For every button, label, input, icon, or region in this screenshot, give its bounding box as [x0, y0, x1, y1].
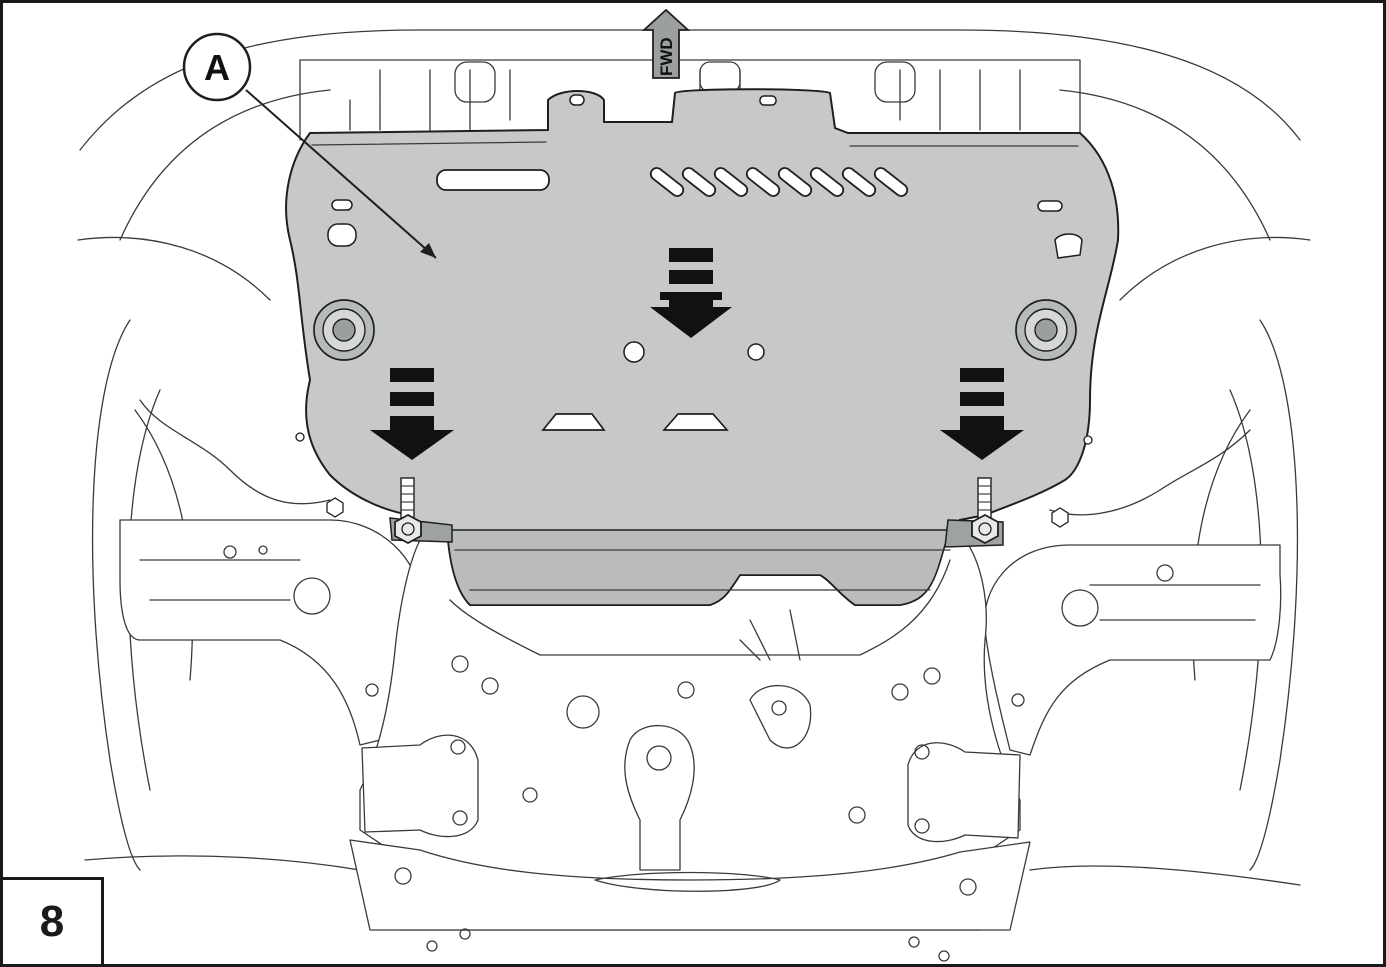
skid-plate — [285, 88, 1120, 606]
down-arrow-icon — [370, 368, 454, 460]
skid-plate-lip — [447, 529, 962, 606]
fwd-arrow-icon: FWD — [641, 8, 691, 79]
grommet-right — [1015, 299, 1077, 361]
callout-a: A — [182, 32, 437, 259]
step-number-box: 8 — [0, 877, 104, 967]
grommet-left — [313, 299, 375, 361]
vehicle-underbody-lines — [77, 29, 1311, 962]
callout-label: A — [204, 47, 230, 88]
step-number: 8 — [39, 897, 65, 946]
fwd-label: FWD — [657, 37, 676, 76]
bolt-icon — [394, 477, 422, 545]
down-arrow-icon — [940, 368, 1024, 460]
bolt-icon — [971, 477, 999, 545]
down-arrow-icon — [650, 248, 732, 338]
